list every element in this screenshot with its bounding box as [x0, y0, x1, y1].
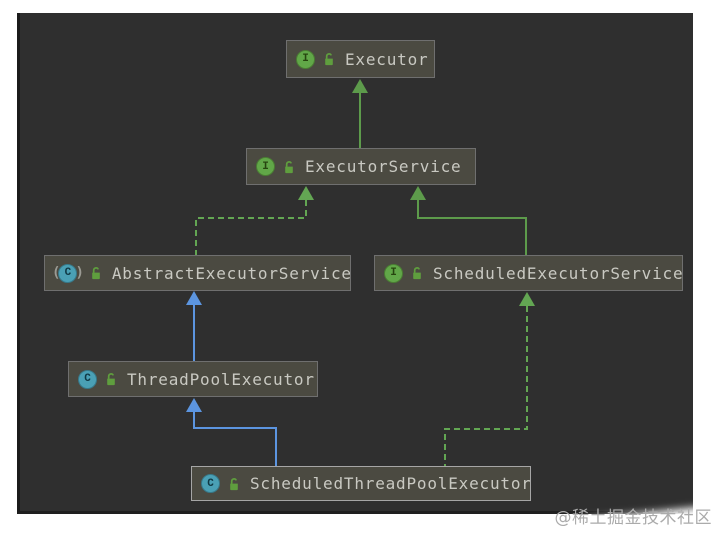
diagram-node-Executor[interactable]: I Executor — [286, 40, 435, 78]
diagram-node-ThreadPoolExecutor[interactable]: C ThreadPoolExecutor — [68, 361, 318, 397]
public-lock-icon — [107, 373, 115, 386]
diagram-node-ScheduledThreadPoolExecutor[interactable]: C ScheduledThreadPoolExecutor — [191, 466, 531, 501]
inheritance-edges-layer — [186, 79, 535, 466]
arrowhead-ScheduledThreadPoolExecutor-to-ThreadPoolExecutor — [186, 398, 202, 412]
public-lock-icon — [325, 53, 333, 66]
interface-icon: I — [256, 157, 275, 176]
watermark-text: @稀土掘金技术社区 — [554, 508, 712, 528]
arrowhead-AbstractExecutorService-to-ExecutorService — [298, 186, 314, 200]
public-lock-icon — [92, 267, 100, 280]
arrowhead-ScheduledExecutorService-to-ExecutorService — [410, 186, 426, 200]
arrowhead-ScheduledThreadPoolExecutor-to-ScheduledExecutorService — [519, 292, 535, 306]
diagram-node-AbstractExecutorService[interactable]: (C) AbstractExecutorService — [44, 255, 351, 291]
node-label: ExecutorService — [305, 157, 462, 176]
edge-ScheduledExecutorService-extends-ExecutorService — [417, 200, 527, 255]
abstract-class-icon: (C) — [52, 263, 84, 283]
arrowhead-ThreadPoolExecutor-to-AbstractExecutorService — [186, 291, 202, 305]
node-label: ThreadPoolExecutor — [127, 369, 315, 389]
interface-icon: I — [384, 263, 403, 283]
node-label: ScheduledExecutorService — [433, 263, 682, 283]
class-icon: C — [78, 369, 97, 389]
node-label: ScheduledThreadPoolExecutor — [250, 474, 530, 493]
edge-ScheduledThreadPoolExecutor-extends-ThreadPoolExecutor — [193, 412, 277, 466]
arrowhead-ExecutorService-to-Executor — [352, 79, 368, 93]
edge-ScheduledThreadPoolExecutor-implements-ScheduledExecutorService — [444, 306, 528, 466]
class-icon: C — [201, 474, 220, 493]
diagram-node-ExecutorService[interactable]: I ExecutorService — [246, 148, 476, 185]
public-lock-icon — [230, 477, 238, 490]
edge-AbstractExecutorService-implements-ExecutorService — [195, 200, 307, 255]
interface-icon: I — [296, 49, 315, 69]
public-lock-icon — [285, 160, 293, 173]
node-label: AbstractExecutorService — [111, 263, 350, 283]
node-label: Executor — [345, 49, 429, 69]
public-lock-icon — [413, 267, 421, 280]
diagram-node-ScheduledExecutorService[interactable]: I ScheduledExecutorService — [374, 255, 683, 291]
